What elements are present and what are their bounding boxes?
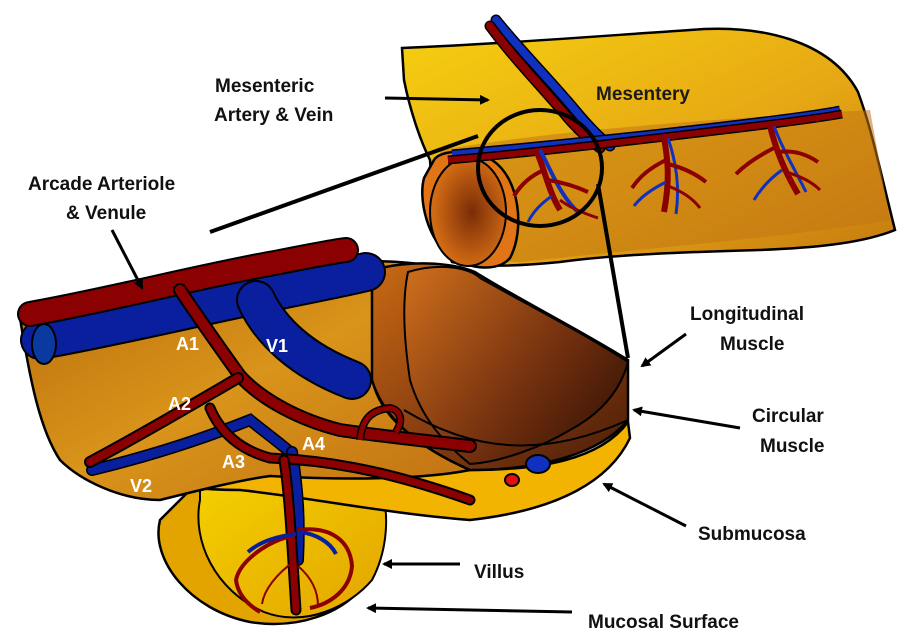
arrow-mesenteric: [385, 98, 488, 100]
svg-text:Artery & Vein: Artery & Vein: [214, 105, 333, 126]
arrow-longitudinal: [642, 334, 686, 366]
svg-text:Mesenteric: Mesenteric: [215, 76, 315, 97]
svg-text:Circular: Circular: [752, 406, 824, 427]
svg-text:Muscle: Muscle: [720, 334, 784, 355]
vessel-label-a3: A3: [222, 452, 245, 472]
arrow-mucosal-surface: [368, 608, 572, 612]
vessel-label-a2: A2: [168, 394, 191, 414]
vessel-label-a1: A1: [176, 334, 199, 354]
svg-text:Arcade Arteriole: Arcade Arteriole: [28, 174, 175, 195]
label-longitudinal-muscle: Longitudinal Muscle: [690, 304, 804, 355]
vessel-label-v1: V1: [266, 336, 288, 356]
vessel-label-a4: A4: [302, 434, 325, 454]
submucosal-vein-section: [526, 455, 550, 473]
arrow-circular: [634, 410, 740, 428]
arrow-arcade: [112, 230, 142, 288]
label-mesentery: Mesentery: [596, 84, 690, 105]
label-arcade-arteriole-venule: Arcade Arteriole & Venule: [28, 174, 175, 224]
label-mucosal-surface: Mucosal Surface: [588, 612, 739, 633]
svg-text:& Venule: & Venule: [66, 203, 146, 224]
label-villus: Villus: [474, 562, 524, 583]
svg-text:Longitudinal: Longitudinal: [690, 304, 804, 325]
label-circular-muscle: Circular Muscle: [752, 406, 824, 457]
submucosal-artery-section: [505, 474, 519, 486]
label-submucosa: Submucosa: [698, 524, 806, 545]
arrow-submucosa: [604, 484, 686, 526]
label-mesenteric-artery-vein: Mesenteric Artery & Vein: [214, 76, 333, 126]
svg-text:Muscle: Muscle: [760, 436, 824, 457]
vessel-label-v2: V2: [130, 476, 152, 496]
